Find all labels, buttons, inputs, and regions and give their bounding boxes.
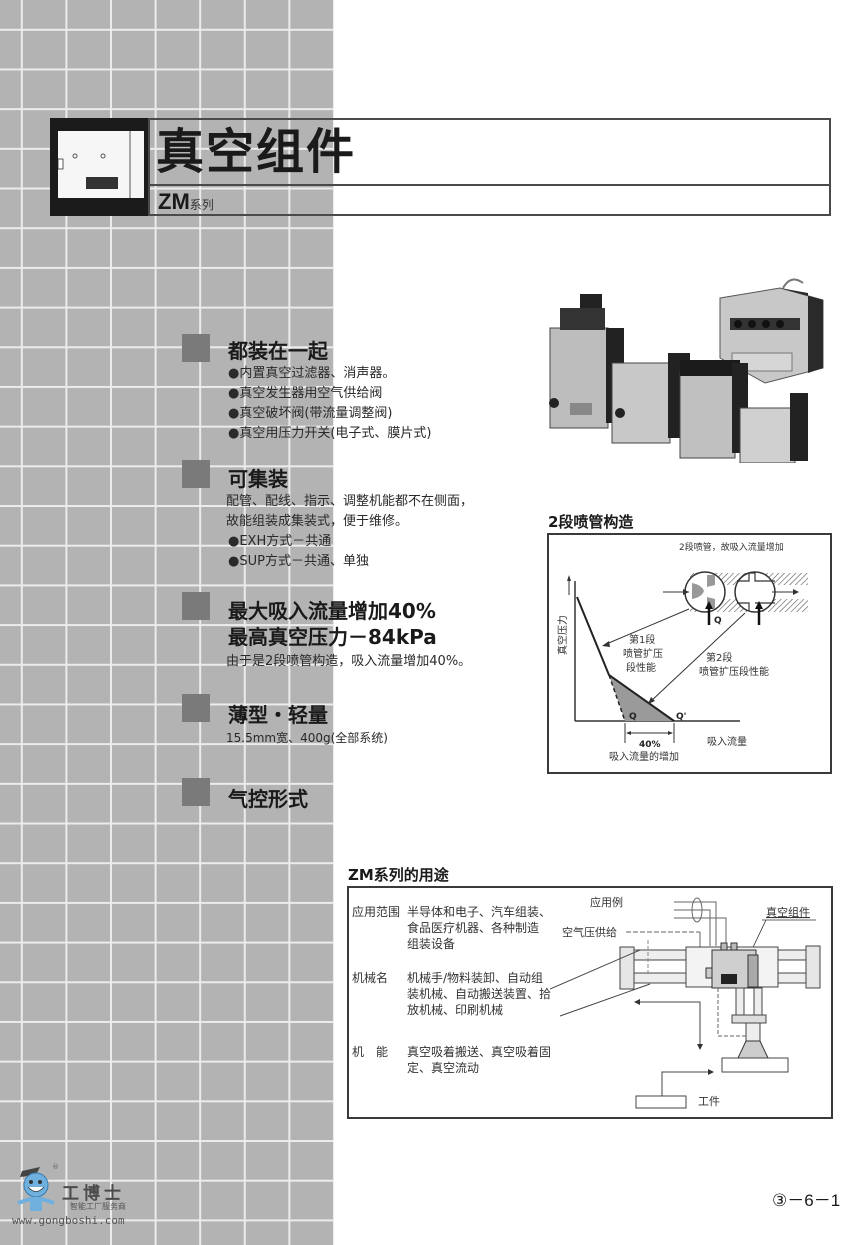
row-value-line: 真空吸着搬送、真空吸着固 xyxy=(407,1045,552,1059)
svg-text:真空压力: 真空压力 xyxy=(556,615,569,655)
row-value-line: 食品医疗机器、各种制造 xyxy=(407,921,540,935)
feature-title: 都装在一起 xyxy=(228,339,328,363)
vacuum-unit-1 xyxy=(549,294,624,429)
nozzle-diagram: Q 2段喷管，故吸入流量增加 Q Q' 40% 吸入流量的增加 吸入流量 第1段… xyxy=(547,533,832,774)
logo-tagline: 智能工厂服务商 xyxy=(70,1202,126,1211)
feature-line: 故能组装成集装式，便于维修。 xyxy=(226,514,409,529)
series-code: ZM xyxy=(158,189,190,214)
feature-line: ●真空用压力开关(电子式、膜片式) xyxy=(228,426,432,441)
series-suffix: 系列 xyxy=(189,198,214,212)
feature-flow-increase: 最大吸入流量增加40% 最高真空压力－84kPa 由于是2段喷管构造，吸入流量增… xyxy=(182,592,522,672)
vacuum-unit-2 xyxy=(611,353,690,444)
svg-text:2段喷管，故吸入流量增加: 2段喷管，故吸入流量增加 xyxy=(679,541,784,553)
feature-line: 由于是2段喷管构造，吸入流量增加40%。 xyxy=(226,654,472,669)
section-marker-icon xyxy=(182,592,218,628)
svg-text:第2段: 第2段 xyxy=(706,651,732,664)
section-marker-icon xyxy=(182,334,218,370)
feature-line: ●真空破坏阀(带流量调整阀) xyxy=(228,406,393,421)
series-label: ZM系列 xyxy=(158,190,214,217)
svg-text:喷管扩压: 喷管扩压 xyxy=(623,647,663,660)
svg-text:段性能: 段性能 xyxy=(626,661,656,674)
row-value: 机械手/物料装卸、自动组 装机械、自动搬送装置、拾 放机械、印刷机械 xyxy=(407,970,557,1018)
svg-text:空气压供给: 空气压供给 xyxy=(562,925,617,939)
feature-slim-light: 薄型・轻量 15.5mm宽、400g(全部系统) xyxy=(182,694,522,748)
feature-title: 气控形式 xyxy=(228,787,308,811)
section-marker-icon xyxy=(182,778,218,814)
page-title: 真空组件 xyxy=(156,124,357,180)
mascot-icon xyxy=(17,1167,55,1211)
section-marker-icon xyxy=(182,694,218,730)
application-illustration: 应用例 空气压供给 真空组件 xyxy=(549,890,832,1118)
feature-line: ●内置真空过滤器、消声器。 xyxy=(228,366,396,381)
registered-mark: ® xyxy=(52,1163,59,1171)
manifold-unit xyxy=(719,278,824,384)
feature-title: 可集装 xyxy=(228,467,288,491)
page-number: ③－6－1 xyxy=(772,1191,841,1210)
nozzle-section-title: 2段喷管构造 xyxy=(548,513,634,531)
row-value-line: 装机械、自动搬送装置、拾 xyxy=(407,987,552,1001)
applications-frame xyxy=(347,886,833,1119)
feature-manifold: 可集装 配管、配线、指示、调整机能都不在侧面， 故能组装成集装式，便于维修。 ●… xyxy=(182,460,522,572)
logo-url[interactable]: www.gongboshi.com xyxy=(12,1214,125,1227)
nozzle-diagram-frame xyxy=(547,533,832,774)
svg-text:Q: Q xyxy=(714,616,722,626)
svg-text:第1段: 第1段 xyxy=(629,633,655,646)
applications-section-title: ZM系列的用途 xyxy=(348,866,449,884)
svg-text:喷管扩压段性能: 喷管扩压段性能 xyxy=(699,665,769,678)
feature-title-secondary: 最高真空压力－84kPa xyxy=(228,625,437,649)
svg-text:吸入流量的增加: 吸入流量的增加 xyxy=(609,750,679,763)
feature-title: 最大吸入流量增加40% xyxy=(228,599,436,623)
product-photo xyxy=(540,258,830,464)
product-thumbnail-image xyxy=(57,131,144,198)
feature-line: ●真空发生器用空气供给阀 xyxy=(228,386,383,401)
row-value-line: 机械手/物料装卸、自动组 xyxy=(407,971,544,985)
svg-text:吸入流量: 吸入流量 xyxy=(707,735,747,748)
feature-title: 薄型・轻量 xyxy=(228,703,328,727)
svg-text:应用例: 应用例 xyxy=(590,895,623,909)
feature-line: 配管、配线、指示、调整机能都不在侧面， xyxy=(226,494,474,509)
title-frame xyxy=(148,118,831,216)
logo-name: 工博士 xyxy=(62,1184,125,1204)
feature-line: ●EXH方式－共通 xyxy=(228,534,332,549)
feature-line: 15.5mm宽、400g(全部系统) xyxy=(226,731,388,745)
row-value-line: 放机械、印刷机械 xyxy=(407,1003,504,1017)
feature-all-in-one: 都装在一起 ●内置真空过滤器、消声器。 ●真空发生器用空气供给阀 ●真空破坏阀(… xyxy=(182,334,522,444)
svg-text:40%: 40% xyxy=(639,740,661,750)
svg-text:Q: Q xyxy=(629,712,637,722)
row-value: 半导体和电子、汽车组装、 食品医疗机器、各种制造 组装设备 xyxy=(407,904,557,952)
product-thumbnail xyxy=(50,118,150,216)
title-divider xyxy=(148,184,831,186)
gongboshi-logo: ® 工博士 智能工厂服务商 www.gongboshi.com xyxy=(10,1163,140,1235)
svg-text:真空组件: 真空组件 xyxy=(766,905,810,919)
row-value-line: 组装设备 xyxy=(407,937,456,951)
section-marker-icon xyxy=(182,460,218,496)
row-value-line: 定、真空流动 xyxy=(407,1061,480,1075)
row-label: 应用范围 xyxy=(352,905,401,919)
svg-text:工件: 工件 xyxy=(698,1095,720,1108)
row-value: 真空吸着搬送、真空吸着固 定、真空流动 xyxy=(407,1044,557,1076)
feature-line: ●SUP方式－共通、单独 xyxy=(228,554,369,569)
row-value-line: 半导体和电子、汽车组装、 xyxy=(407,905,552,919)
feature-pilot-type: 气控形式 xyxy=(182,778,522,814)
vacuum-unit-3 xyxy=(679,360,748,459)
row-label: 机 能 xyxy=(352,1045,389,1059)
svg-text:Q': Q' xyxy=(676,712,686,722)
row-label: 机械名 xyxy=(352,971,389,985)
vacuum-unit-4 xyxy=(739,393,808,464)
